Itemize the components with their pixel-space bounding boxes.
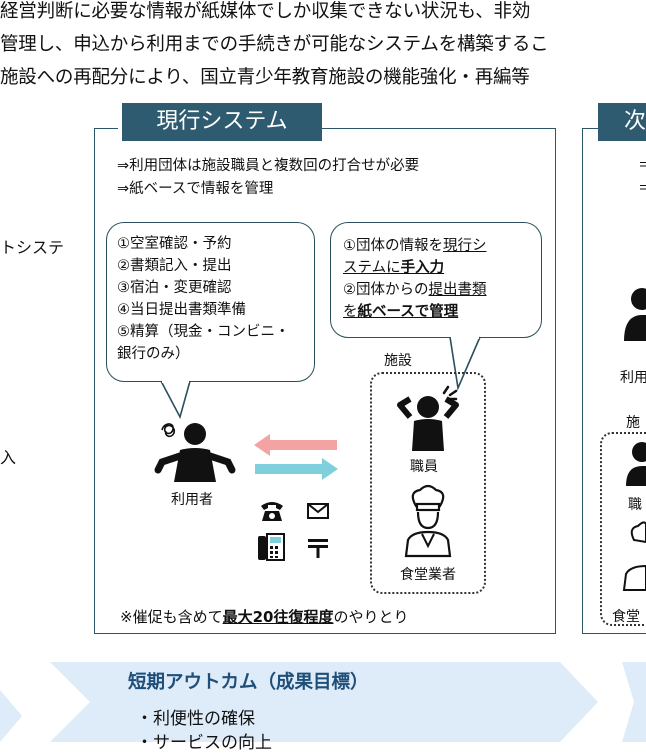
footer-text: のやりとり	[333, 608, 409, 626]
confusion-scribble-icon	[161, 423, 176, 438]
next-user-label: 利用	[620, 370, 646, 386]
staff-tasks-bubble: ①団体の情報を現行シ ステムに手入力 ②団体からの提出書類 を紙ベースで管理	[330, 222, 542, 338]
note-meetings: ⇒利用団体は施設職員と複数回の打合せが必要	[117, 158, 420, 174]
next-chef-person-icon	[622, 521, 646, 591]
user-step: ④当日提出書類準備	[117, 302, 246, 318]
next-facility-box	[600, 432, 646, 626]
user-step: 銀行のみ）	[117, 346, 190, 362]
outcome-title: 短期アウトカム（成果目標）	[128, 672, 369, 693]
header-line-2: 管理し、申込から利用までの手続きが可能なシステムを構築するこ	[0, 34, 549, 55]
staff-task-text: 現行シ	[443, 238, 487, 254]
next-staff-label: 職	[628, 497, 642, 513]
user-steps-bubble: ①空室確認・予約 ②書類記入・提出 ③宿泊・変更確認 ④当日提出書類準備 ⑤精算…	[106, 222, 315, 382]
next-staff-person-icon	[626, 442, 646, 486]
user-step: ②書類記入・提出	[117, 258, 232, 274]
header-line-3: 施設への再配分により、国立青少年教育施設の機能強化・再編等	[0, 67, 530, 88]
next-facility-label: 施	[626, 415, 640, 431]
staff-task-text: 提出書類	[428, 282, 487, 298]
staff-task-text: ①団体の情報を	[343, 238, 443, 254]
current-system-title: 現行システム	[118, 103, 322, 141]
user-step: ③宿泊・変更確認	[117, 280, 232, 296]
facility-label: 施設	[384, 353, 412, 369]
user-label: 利用者	[171, 492, 213, 508]
staff-task-text: 手入力	[400, 260, 445, 276]
next-system-title: 次	[598, 103, 646, 141]
user-step: ①空室確認・予約	[117, 236, 232, 252]
arrow-left-icon	[254, 434, 337, 456]
mail-envelope-icon	[307, 503, 329, 519]
right-chevron-shape	[622, 662, 646, 742]
user-person-icon	[154, 423, 236, 482]
outcome-chevron	[50, 662, 598, 742]
staff-label: 職員	[410, 459, 438, 475]
footer-emphasis: 最大20往復程度	[222, 608, 334, 626]
left-fragment-input: 入	[0, 448, 17, 467]
staff-task-text: ステムに	[343, 260, 401, 276]
staff-task-text: を	[343, 304, 358, 320]
left-fragment-system: トシステ	[0, 238, 65, 257]
outcome-item: ・サービスの向上	[136, 733, 272, 753]
staff-person-icon	[397, 385, 459, 451]
user-step: ⑤精算（現金・コンビニ・	[117, 324, 290, 340]
left-chevron-shape	[0, 690, 22, 742]
next-cafeteria-label: 食堂	[612, 609, 640, 625]
user-bubble-tail	[160, 380, 191, 420]
footer-text: ※催促も含めて	[120, 608, 223, 626]
current-system-panel	[94, 128, 556, 634]
staff-bubble-tail	[449, 336, 481, 391]
exchange-arrows	[254, 434, 338, 480]
outcome-item: ・利便性の確保	[136, 709, 255, 729]
facility-box	[370, 372, 486, 594]
header-line-1: 経営判断に必要な情報が紙媒体でしか収集できない状況も、非効	[0, 1, 531, 22]
cafeteria-label: 食堂業者	[400, 567, 456, 583]
staff-task-text: ②団体からの	[343, 282, 429, 298]
telephone-icon	[261, 502, 283, 521]
panel-footer: ※催促も含めて最大20往復程度のやりとり	[120, 606, 408, 627]
fax-machine-icon	[258, 533, 285, 561]
postal-mark-icon	[308, 539, 328, 558]
next-note-1: ＝	[638, 158, 646, 174]
arrow-right-icon	[255, 458, 338, 480]
next-user-person-icon	[624, 288, 646, 341]
next-note-2: ＝	[638, 181, 646, 197]
staff-task-text: 紙ベースで管理	[357, 304, 459, 320]
note-paper: ⇒紙ベースで情報を管理	[117, 181, 274, 197]
chef-person-icon	[404, 484, 452, 558]
